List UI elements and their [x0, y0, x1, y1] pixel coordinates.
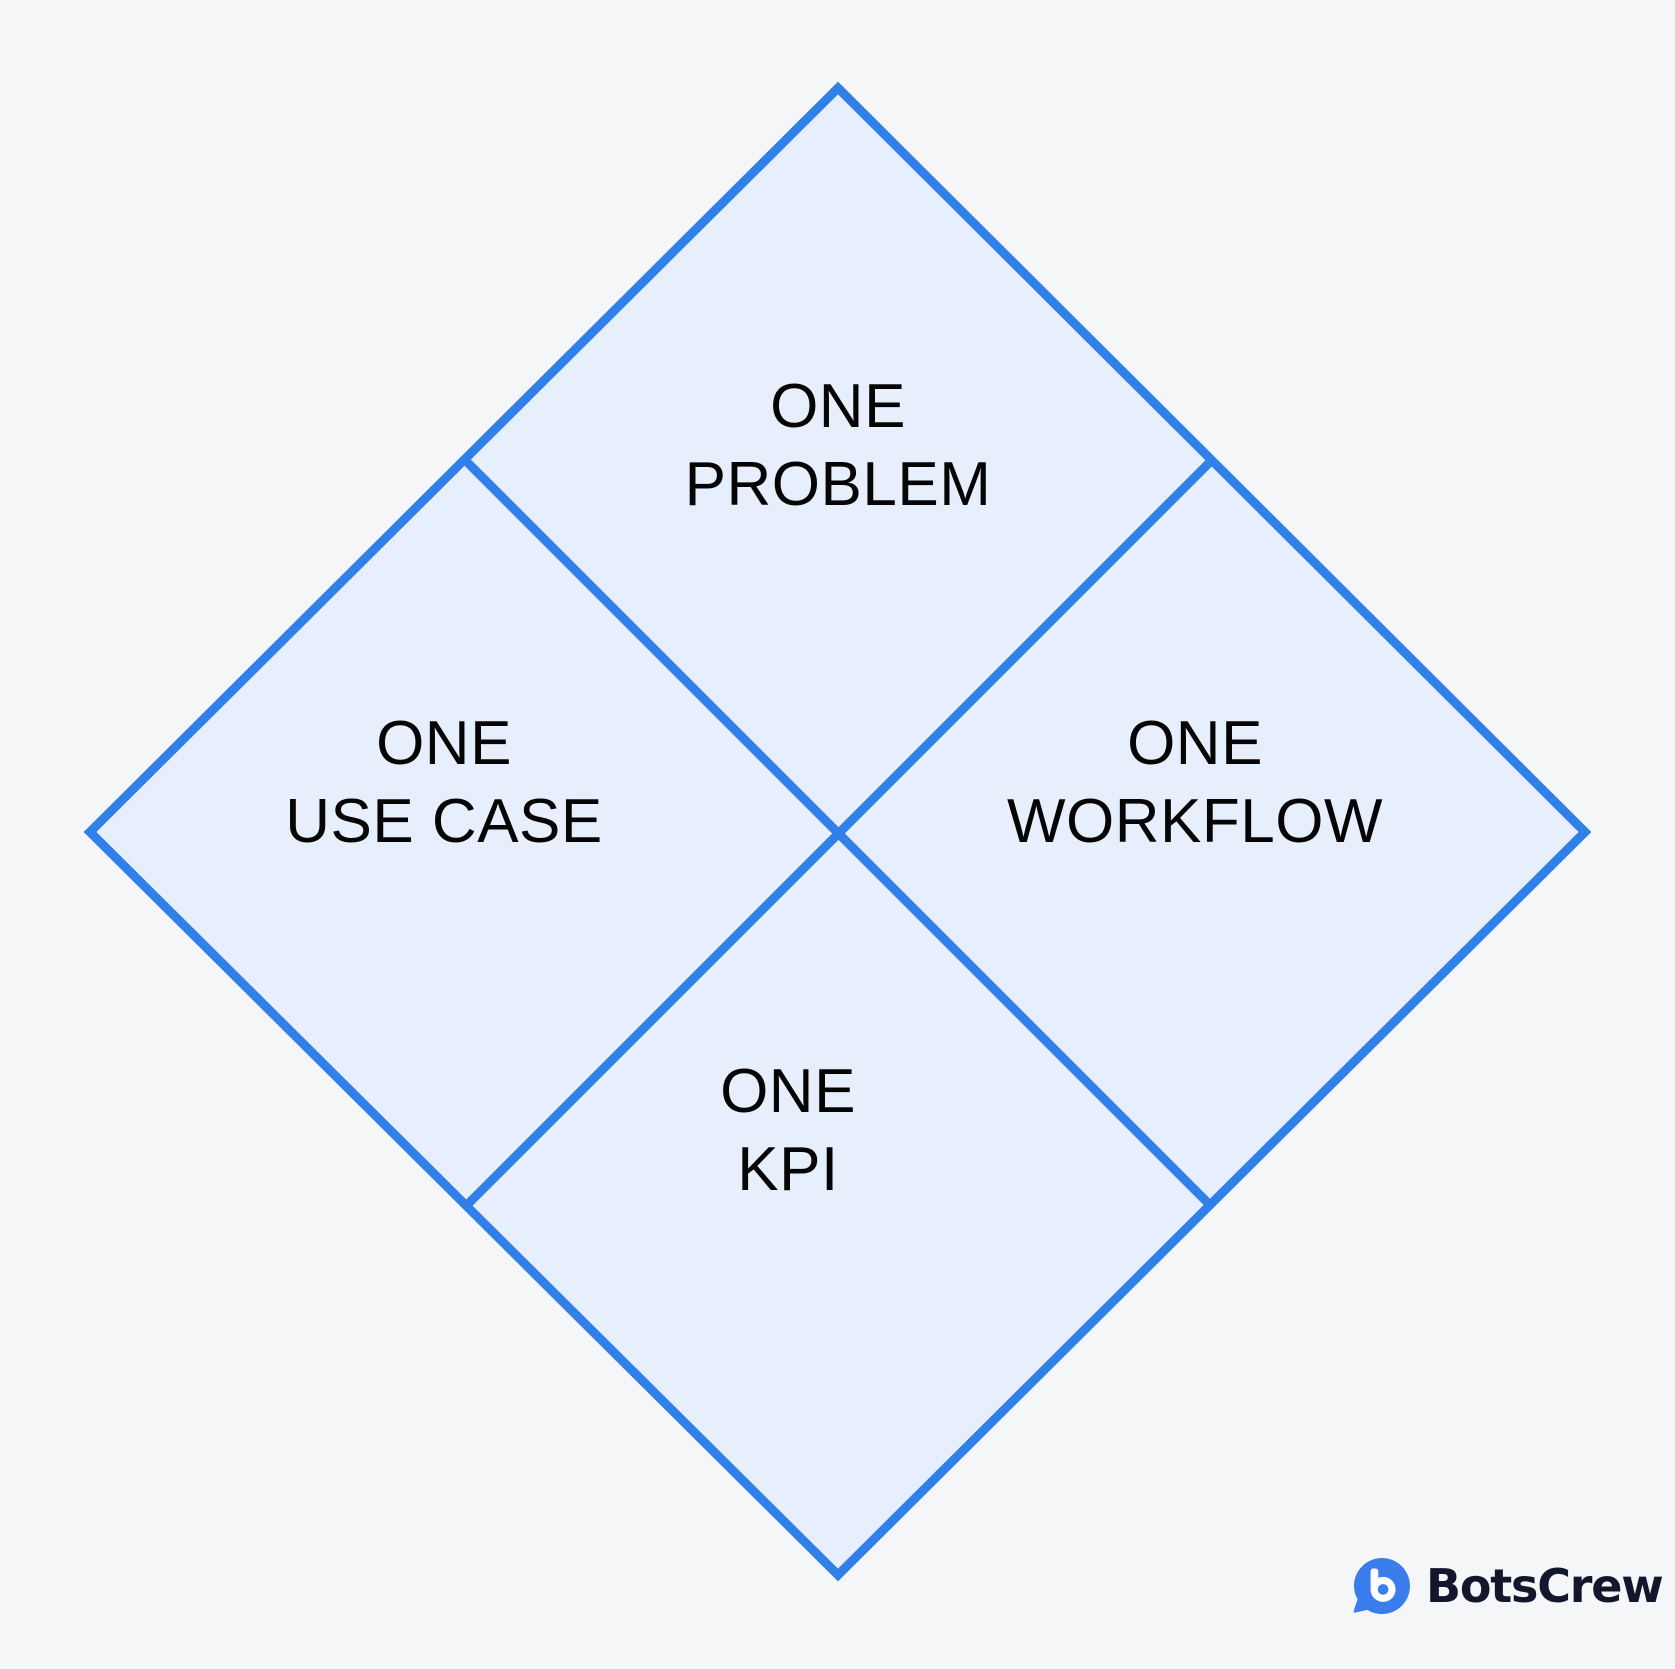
brand-wordmark: BotsCrew — [1426, 1559, 1664, 1613]
speech-bubble-b-icon — [1353, 1558, 1410, 1614]
divider-line-top-right — [460, 455, 1217, 1212]
brand-logo: BotsCrew — [1352, 1556, 1664, 1616]
speech-bubble-shape — [1353, 1558, 1410, 1614]
letter-b-glyph — [1370, 1568, 1396, 1602]
